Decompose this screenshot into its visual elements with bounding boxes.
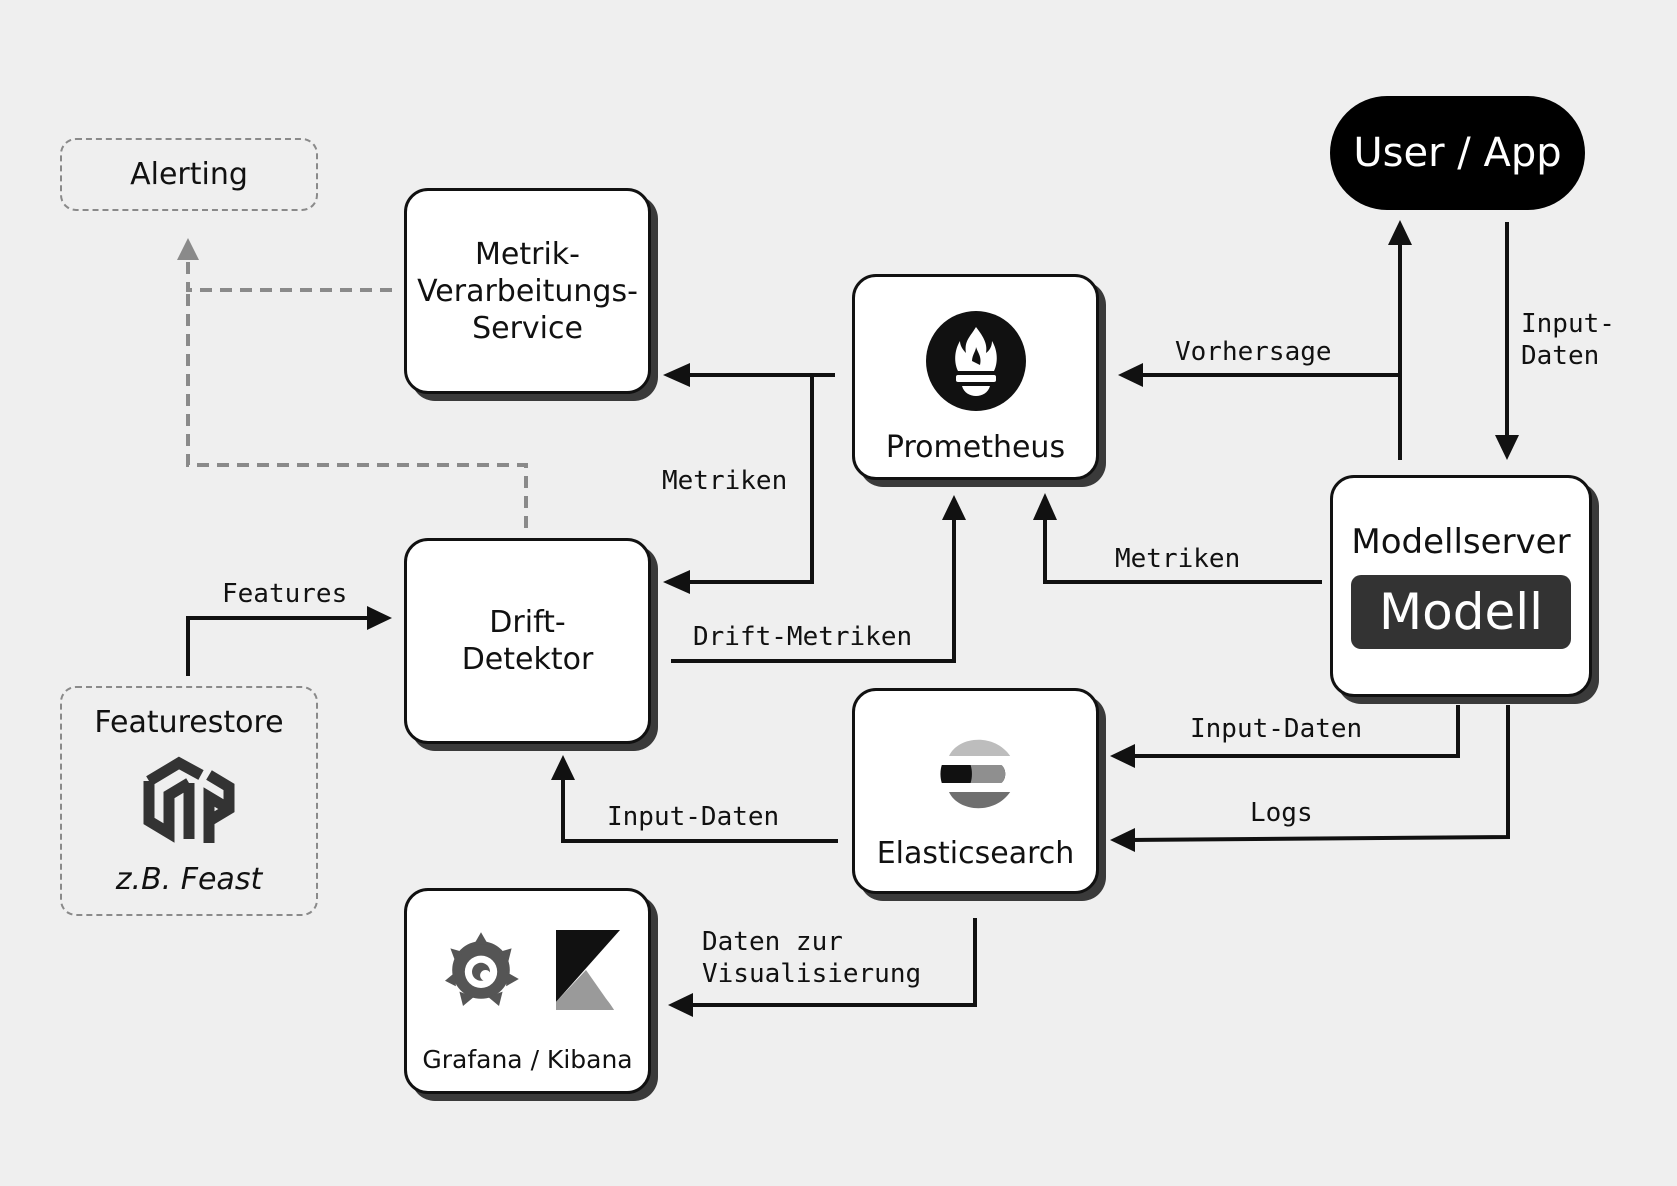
arrowhead xyxy=(1495,435,1519,460)
label-input-daten-2: Daten xyxy=(1521,341,1600,371)
modellserver-node: Modellserver Modell xyxy=(1330,475,1592,697)
arrowhead xyxy=(1388,220,1412,245)
edge-service-to-alerting xyxy=(186,258,392,292)
metrik-service-line2: Verarbeitungs- xyxy=(417,273,638,309)
label-daten-zur: Daten zur xyxy=(702,927,843,957)
arrowhead xyxy=(1033,493,1057,520)
modell-label: Modell xyxy=(1378,582,1543,641)
arrowhead xyxy=(1118,363,1143,387)
arrowhead xyxy=(942,495,966,520)
label-logs: Logs xyxy=(1250,798,1313,828)
edge-es-input-drift xyxy=(561,775,838,843)
label-features: Features xyxy=(222,579,348,609)
user-app-label: User / App xyxy=(1353,130,1562,176)
label-input-daten-1: Input- xyxy=(1521,309,1615,339)
arrowhead xyxy=(1110,744,1135,768)
drift-line1: Drift- xyxy=(489,605,566,640)
edge-modell-metriken xyxy=(1043,520,1322,584)
arrowhead xyxy=(663,570,690,594)
alerting-node: Alerting xyxy=(60,138,318,211)
arrowhead xyxy=(663,363,690,387)
featurestore-icon xyxy=(143,756,235,843)
label-metriken-prom: Metriken xyxy=(662,466,788,496)
label-drift-metriken: Drift-Metriken xyxy=(693,622,913,652)
dashboard-icons xyxy=(436,925,620,1015)
prometheus-icon xyxy=(925,311,1026,411)
drift-line2: Detektor xyxy=(461,642,594,677)
prometheus-label: Prometheus xyxy=(885,430,1066,465)
edge-modell-logs xyxy=(1129,705,1510,842)
featurestore-label: Featurestore xyxy=(94,705,284,740)
kibana-icon xyxy=(555,930,620,1010)
drift-detektor-node: Drift- Detektor xyxy=(404,538,651,744)
edge-metriken-to-drift xyxy=(690,375,814,584)
label-vorhersage: Vorhersage xyxy=(1175,337,1332,367)
label-visualisierung: Visualisierung xyxy=(702,959,922,989)
edge-drift-to-alerting xyxy=(186,290,528,528)
metrik-service-line1: Metrik- xyxy=(475,236,580,272)
modellserver-label: Modellserver xyxy=(1351,521,1571,562)
modell-chip: Modell xyxy=(1351,574,1571,649)
edge-features xyxy=(186,616,370,676)
alerting-arrowhead xyxy=(177,238,199,260)
edge-drift-metriken xyxy=(671,515,956,663)
elasticsearch-label: Elasticsearch xyxy=(876,836,1075,871)
user-app-node: User / App xyxy=(1330,96,1585,210)
grafana-icon xyxy=(444,932,519,1006)
arrowhead xyxy=(1110,828,1135,852)
label-metriken-modell: Metriken xyxy=(1115,544,1241,574)
alerting-label: Alerting xyxy=(130,157,248,192)
prometheus-node: Prometheus xyxy=(852,274,1099,480)
featurestore-node: Featurestore z.B. Feast xyxy=(60,686,318,916)
label-input-daten-drift: Input-Daten xyxy=(607,802,780,832)
arrowhead xyxy=(551,755,575,780)
arrowhead xyxy=(668,993,693,1017)
elasticsearch-icon xyxy=(939,739,1010,809)
metrik-service-line3: Service xyxy=(472,310,583,346)
label-input-daten-es: Input-Daten xyxy=(1190,714,1363,744)
featurestore-example: z.B. Feast xyxy=(115,862,263,897)
grafana-kibana-label: Grafana / Kibana xyxy=(422,1045,633,1074)
elasticsearch-node: Elasticsearch xyxy=(852,688,1099,894)
edge-es-grafana xyxy=(690,918,977,1007)
grafana-kibana-node: Grafana / Kibana xyxy=(404,888,651,1094)
metrik-service-node: Metrik- Verarbeitungs- Service xyxy=(404,188,651,394)
edge-modell-input-es xyxy=(1130,705,1460,758)
arrowhead xyxy=(367,606,392,630)
